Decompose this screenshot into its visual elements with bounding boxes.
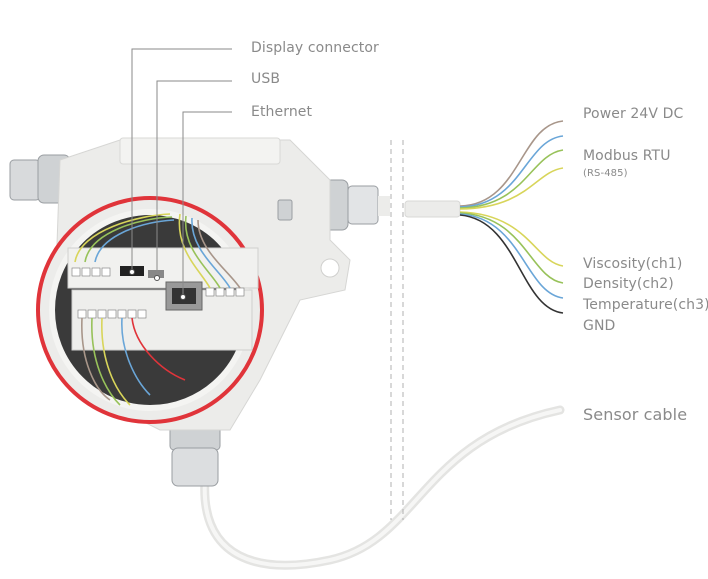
label-viscosity: Viscosity(ch1) — [583, 256, 683, 272]
leader-display-connector — [131, 48, 232, 272]
callout-leaders — [131, 48, 232, 297]
usb-port — [148, 270, 164, 278]
label-sensor-cable: Sensor cable — [583, 405, 688, 424]
label-modbus: Modbus RTU — [583, 148, 671, 164]
power-cable — [404, 200, 461, 218]
sensor-cable — [200, 405, 565, 570]
label-usb: USB — [251, 71, 281, 87]
label-ethernet: Ethernet — [251, 104, 313, 120]
wire-fan — [459, 120, 564, 314]
electronics-board — [67, 247, 259, 351]
label-power: Power 24V DC — [583, 106, 684, 122]
internal-wires — [74, 213, 241, 406]
label-density: Density(ch2) — [583, 276, 674, 292]
leader-usb — [156, 80, 232, 278]
label-gnd: GND — [583, 318, 616, 334]
label-display-connector: Display connector — [251, 40, 379, 56]
housing-top-plate — [119, 137, 281, 165]
label-temperature: Temperature(ch3) — [583, 297, 708, 313]
label-modbus-sub: (RS-485) — [583, 168, 628, 179]
leader-ethernet — [182, 111, 232, 297]
